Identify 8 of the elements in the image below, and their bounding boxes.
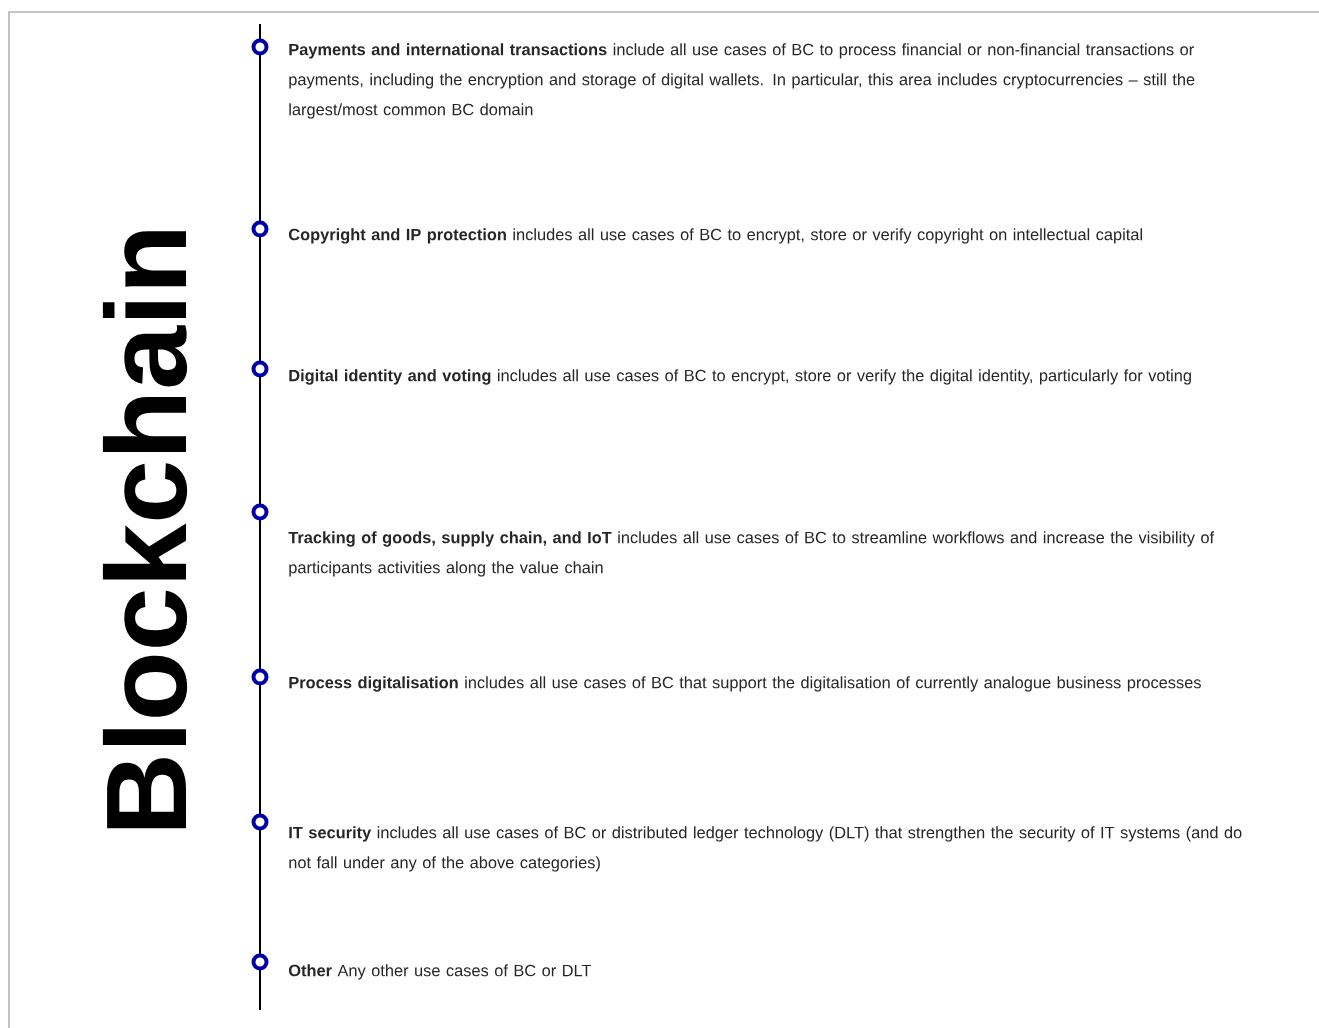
description-text: Digital identity and voting includes all use cases of BC to encrypt, store or verify the digital identity, particularly for voting — [289, 369, 1191, 385]
description-text: Payments and international transactions include all use cases of BC to process financial or non-financial transactions or payments, including the encryption and storage of digital wallets. In particular, this area includes cryptocurrencies – still the largest/most common BC domain — [289, 43, 1195, 119]
title: Blockchain — [102, 231, 188, 829]
description-text: Tracking of goods, supply chain, and IoT includes all use cases of BC to streamline workflows and increase the visibility of participants activities along the value chain — [288, 531, 1215, 577]
description-text: Copyright and IP protection includes all use cases of BC to encrypt, store or verify copyright on intellectual capital — [288, 228, 1142, 244]
description-text: Process digitalisation includes all use cases of BC that support the digitalisation of currently analogue business processes — [289, 676, 1201, 692]
description-text: IT security includes all use cases of BC or distributed ledger technology (DLT) that strengthen the security of IT systems (and do not fall under any of the above categories) — [289, 826, 1242, 872]
description-text: Other Any other use cases of BC or DLT — [288, 964, 592, 980]
